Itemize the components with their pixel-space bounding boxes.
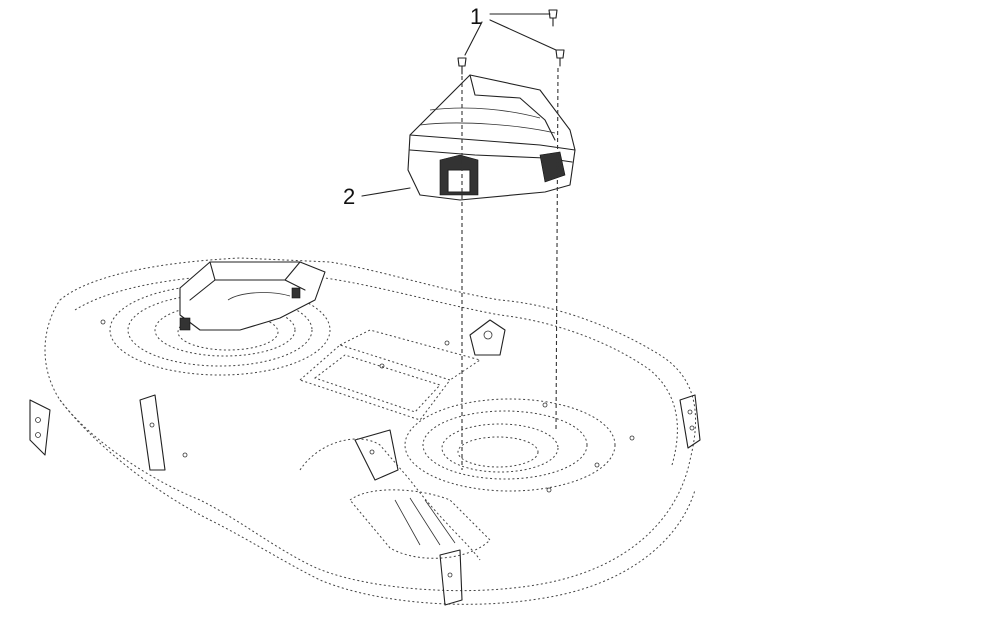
deck-bolts [100,319,635,493]
right-spindle-housing [404,398,616,492]
mower-deck [29,257,701,606]
belt-shield [179,261,326,331]
screw-top [548,9,558,27]
assembly-line-right [555,67,559,431]
screw-left [457,57,467,75]
deck-inner-rim [74,273,678,466]
callout-label-screws: 1 [470,4,483,29]
callout-label-cover: 2 [343,184,356,209]
discharge-chute [299,438,491,561]
right-hanger-bracket [679,394,701,449]
center-panel [299,329,482,421]
callout-1-leaders [464,13,557,56]
deck-lower-edge [59,399,696,605]
center-mount-tab [469,319,506,356]
front-bracket [354,429,463,606]
callout-2-leader [361,187,411,197]
left-hanger-bracket [29,394,166,471]
screw-right [555,49,565,67]
spindle-cover [407,74,576,201]
deck-outline [44,257,697,592]
